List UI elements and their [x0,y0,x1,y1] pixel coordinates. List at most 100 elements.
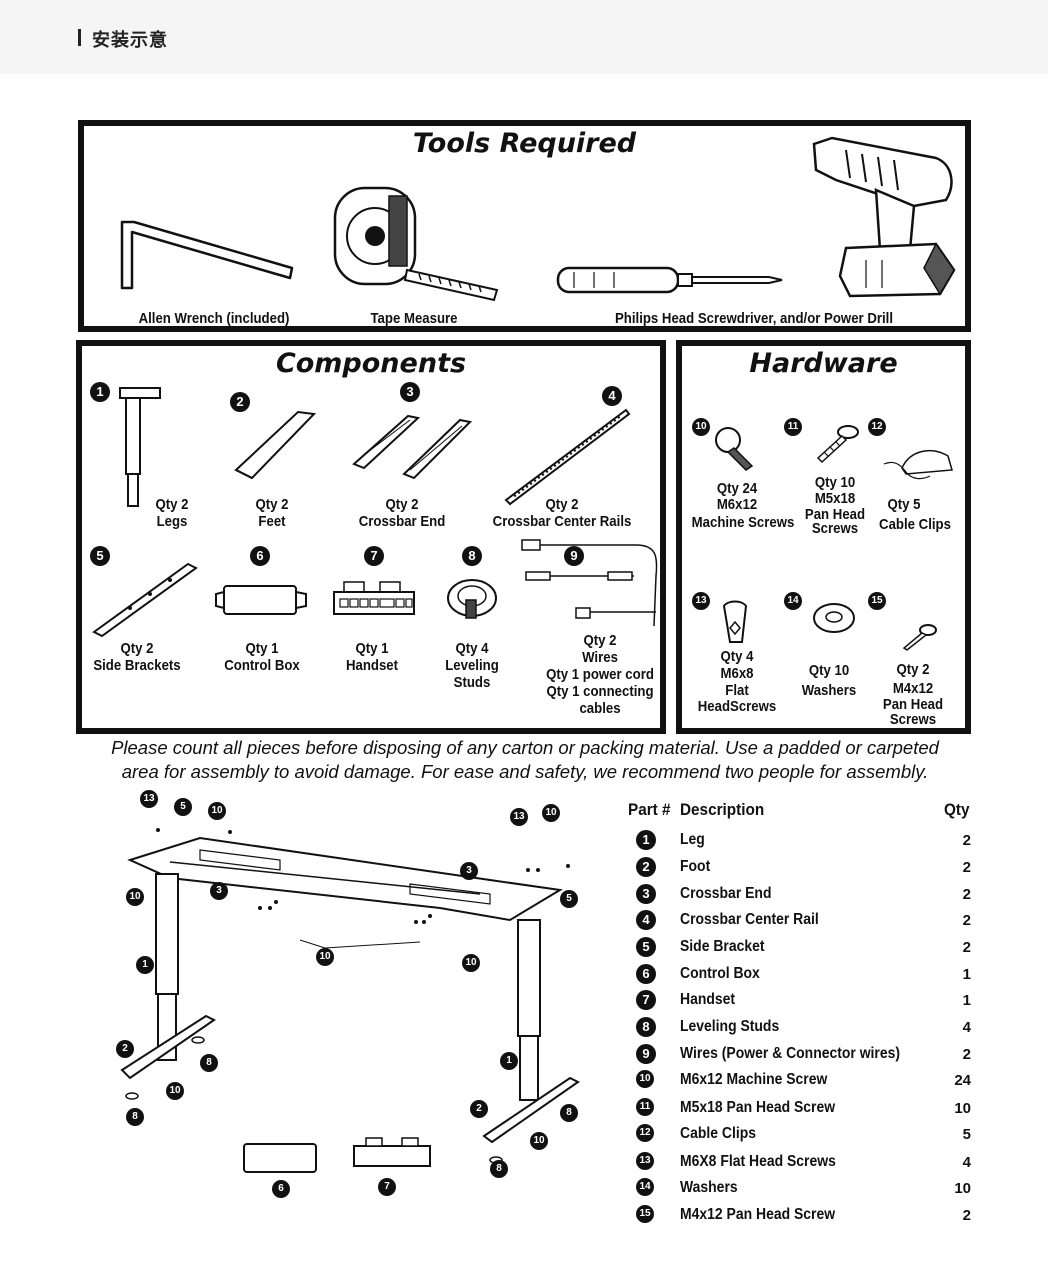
component-name-2: Feet [258,513,286,530]
hardware-name-12a: Cable Clips [879,516,951,533]
flat-head-screw-icon [722,600,748,643]
diagram-callout-7: 7 [378,1178,396,1196]
component-extra-9c: cables [579,700,621,717]
part-description: Washers [680,1179,738,1196]
diagram-callout-2-left: 2 [116,1040,134,1058]
part-qty: 2 [962,886,971,903]
component-number-6: 6 [250,546,270,566]
part-number: 14 [636,1178,654,1196]
assembly-note-line-2: area for assembly to avoid damage. For e… [121,761,929,782]
component-qty-4: Qty 2 [545,496,579,513]
diagram-callout-10-top-right: 10 [542,804,560,822]
hardware-number-15: 15 [868,592,886,610]
component-name-4: Crossbar Center Rails [492,513,632,530]
diagram-callout-2-right: 2 [470,1100,488,1118]
hardware-name-11c: Screws [811,520,859,537]
diagram-callout-8-right: 8 [560,1104,578,1122]
diagram-callout-10-leg-left: 10 [126,888,144,906]
foot-icon [234,410,317,480]
hardware-name-13c: HeadScrews [697,698,777,715]
hardware-number-14: 14 [784,592,802,610]
part-qty: 24 [954,1072,971,1089]
component-name-1: Legs [156,513,188,530]
diagram-callout-10-foot-left: 10 [166,1082,184,1100]
diagram-callout-10-foot-right: 10 [530,1132,548,1150]
part-description: Side Bracket [680,938,765,955]
component-extra-9b: Qty 1 connecting [546,683,654,700]
machine-screw-icon [715,427,754,471]
part-description: Handset [680,991,736,1008]
hardware-number-13: 13 [692,592,710,610]
hardware-panel: Hardware 10 Qty 24 M6x12 Machine Screws … [676,340,971,734]
component-number-2: 2 [230,392,250,412]
header-bar: 安装示意 [0,0,1048,74]
tool-label-allen-wrench: Allen Wrench (included) [138,310,290,327]
part-qty: 2 [962,1046,971,1063]
page-title: 安装示意 [92,30,168,51]
pan-head-screw-icon [816,425,859,464]
hardware-number-12: 12 [868,418,886,436]
component-number-3: 3 [400,382,420,402]
table-row: 2 Foot 2 [628,855,973,881]
m4-pan-head-screw-icon [902,624,937,651]
control-box-icon [215,585,307,615]
hardware-qty-14: Qty 10 [808,662,850,679]
component-number-9: 9 [564,546,584,566]
part-description: Cable Clips [680,1125,756,1142]
part-qty: 5 [962,1126,971,1143]
handset-icon [333,581,415,615]
hardware-name-15b: Pan Head [882,696,944,713]
component-qty-2: Qty 2 [255,496,289,513]
hardware-name-10a: M6x12 [716,496,758,513]
component-number-5: 5 [90,546,110,566]
part-qty: 4 [962,1154,971,1171]
hardware-name-15c: Screws [889,711,937,728]
part-qty: 2 [962,912,971,929]
diagram-callout-10-center-left: 10 [316,948,334,966]
part-qty: 10 [954,1100,971,1117]
hardware-name-14a: Washers [801,682,857,699]
hardware-qty-13: Qty 4 [720,648,754,665]
component-qty-7: Qty 1 [355,640,389,657]
part-description: Leveling Studs [680,1018,780,1035]
component-name-7: Handset [345,657,399,674]
component-qty-6: Qty 1 [245,640,279,657]
components-panel: Components 1 Qty 2 Legs 2 Qty 2 Feet 3 Q… [76,340,666,734]
part-qty: 10 [954,1180,971,1197]
leg-icon [119,387,161,507]
tools-title: Tools Required [412,128,637,159]
part-number: 15 [636,1205,654,1223]
component-name-8: Leveling Studs [445,657,499,691]
tool-label-tape-measure: Tape Measure [370,310,458,327]
screwdriver-icon [556,266,783,294]
parts-header-part: Part # [628,800,671,819]
diagram-callout-3-left: 3 [210,882,228,900]
part-description: M6X8 Flat Head Screws [680,1153,836,1170]
part-description: Control Box [680,965,760,982]
table-row: 14 Washers 10 [628,1176,973,1202]
component-name-3: Crossbar End [358,513,446,530]
hardware-number-11: 11 [784,418,802,436]
part-number: 2 [636,857,656,877]
hardware-qty-12: Qty 5 [887,496,921,513]
component-qty-1: Qty 2 [155,496,189,513]
diagram-callout-8-left: 8 [200,1054,218,1072]
component-number-8: 8 [462,546,482,566]
part-qty: 4 [962,1019,971,1036]
hardware-name-11a: M5x18 [814,490,856,507]
diagram-callout-10-center-right: 10 [462,954,480,972]
allen-wrench-icon [120,220,294,290]
component-qty-8: Qty 4 [455,640,489,657]
part-description: Leg [680,831,705,848]
diagram-callout-1-left: 1 [136,956,154,974]
components-title: Components [275,348,467,379]
part-qty: 2 [962,859,971,876]
diagram-callout-5-left: 5 [174,798,192,816]
part-number: 12 [636,1124,654,1142]
part-description: Foot [680,858,711,875]
